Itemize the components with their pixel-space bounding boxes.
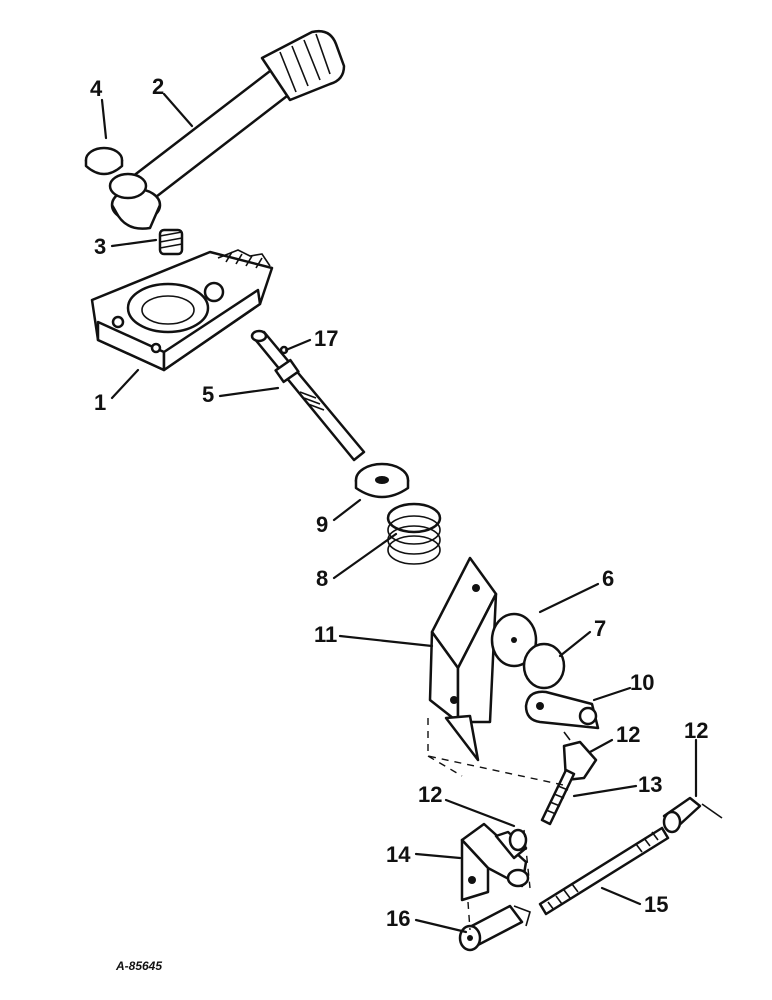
callout-labels: 4 2 3 17 1 5 9 8 6 11 7 10 12 12 12 13 1… [90,74,708,931]
part-11-bracket [428,556,498,762]
part-14-bracket [460,822,530,902]
callout-12-lower: 12 [418,782,442,807]
callout-6: 6 [602,566,614,591]
part-15-rod [538,826,670,916]
part-4-cap [84,146,124,176]
callout-3: 3 [94,234,106,259]
callout-12-upper: 12 [616,722,640,747]
part-7-disc [522,642,566,690]
callout-11: 11 [314,622,337,647]
dashed-guides [427,718,569,931]
callout-8: 8 [316,566,328,591]
callout-10: 10 [630,670,654,695]
part-2-lever [108,30,346,230]
callout-16: 16 [386,906,410,931]
callout-15: 15 [644,892,668,917]
callout-9: 9 [316,512,328,537]
part-6-disc [490,612,538,668]
part-10-arm [524,690,600,730]
callout-5: 5 [202,382,214,407]
callout-13: 13 [638,772,662,797]
callout-17: 17 [314,326,338,351]
leader-lines [100,92,698,934]
part-3-spring [158,228,184,256]
part-13-rod [540,768,576,826]
part-9-washer [354,462,410,499]
part-1-housing [90,249,274,372]
callout-4: 4 [90,76,103,101]
callout-7: 7 [594,616,606,641]
drawing-number: A-85645 [115,959,162,973]
callout-12-right: 12 [684,718,708,743]
callout-2: 2 [152,74,164,99]
callout-1: 1 [94,390,106,415]
part-5-shaft [250,329,366,462]
callout-14: 14 [386,842,411,867]
part-12-balljoint-right [562,731,723,834]
